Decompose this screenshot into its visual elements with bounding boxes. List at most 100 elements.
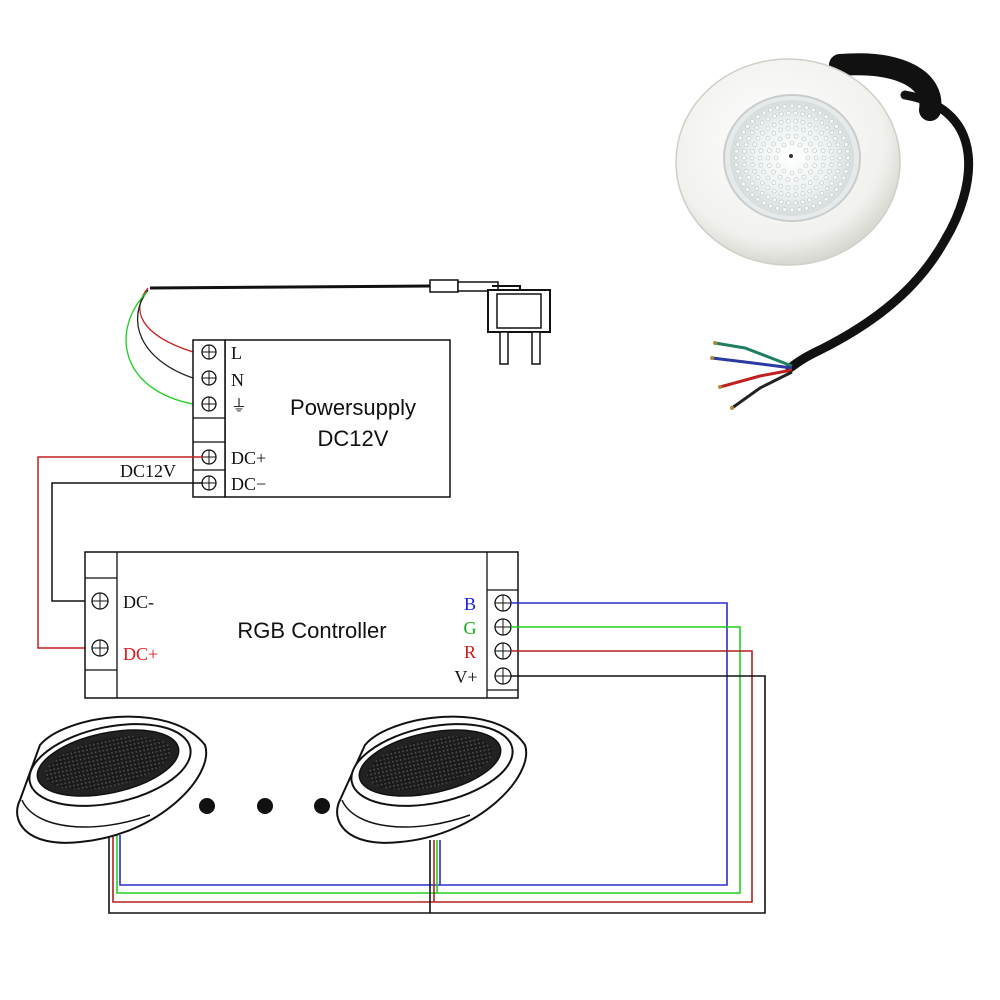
led-dot <box>778 120 784 125</box>
led-dot <box>805 155 811 161</box>
psu-body <box>224 339 451 498</box>
led-dot <box>841 135 847 141</box>
led-dot <box>755 114 761 119</box>
led-dot <box>759 190 765 196</box>
led-dot <box>793 200 798 206</box>
led-dot <box>785 134 791 139</box>
led-dot <box>765 116 771 122</box>
controller-title: RGB Controller <box>237 618 386 643</box>
led-dot <box>778 111 784 117</box>
led-dot <box>832 136 838 141</box>
led-dot <box>771 131 777 136</box>
led-dot <box>829 181 835 186</box>
led-dot <box>789 170 795 176</box>
wire-blue <box>119 602 728 886</box>
mains-plug <box>149 279 551 365</box>
led-dot <box>813 116 819 122</box>
led-dot <box>786 110 791 116</box>
led-dot <box>807 122 813 128</box>
led-dot <box>737 135 743 141</box>
led-dot <box>737 175 743 181</box>
led-dot <box>797 142 803 148</box>
led-dot <box>845 148 850 154</box>
screw-terminal <box>201 344 217 360</box>
led-dot <box>835 169 841 174</box>
led-dot <box>837 149 842 154</box>
led-dot <box>786 200 791 206</box>
led-dot <box>767 148 772 153</box>
led-dot <box>824 125 830 130</box>
led-dot <box>800 127 806 133</box>
wire-red <box>112 650 753 903</box>
led-dot <box>829 155 835 161</box>
led-dot <box>807 197 812 203</box>
power-supply: L N ⏚ DC+ DC− Powersupply DC12V <box>192 339 451 498</box>
led-dot <box>758 148 764 154</box>
terminal-label-v-plus: V+ <box>454 667 477 687</box>
terminal-label-dc-plus: DC+ <box>231 448 266 468</box>
led-dot <box>741 155 747 161</box>
led-dot <box>749 155 755 161</box>
screw-terminal <box>201 370 217 386</box>
led-dot <box>741 129 746 135</box>
led-dot <box>845 162 850 168</box>
led-dot <box>829 118 834 124</box>
led-dot <box>761 110 767 116</box>
led-dot <box>755 136 761 141</box>
led-dot <box>807 188 813 194</box>
led-dot <box>778 199 784 205</box>
lamp-lens <box>45 736 171 790</box>
led-dot <box>773 155 779 161</box>
led-dot <box>781 142 787 148</box>
psu-title: Powersupply <box>290 395 416 420</box>
led-dot <box>804 105 809 111</box>
led-dot <box>813 155 819 161</box>
screw-terminal <box>201 396 217 412</box>
led-dot <box>845 155 851 161</box>
led-dot <box>781 168 787 174</box>
led-dot <box>817 141 823 147</box>
terminal-label-dc-plus: DC+ <box>123 644 158 664</box>
led-dot <box>793 118 799 124</box>
led-dot <box>820 162 826 168</box>
led-dot <box>838 129 843 135</box>
led-dot <box>761 200 767 206</box>
led-dot <box>817 110 823 116</box>
led-dot <box>775 148 781 153</box>
led-dot <box>828 148 834 154</box>
led-dot <box>750 148 756 154</box>
led-dot <box>760 180 765 186</box>
led-dot <box>775 105 780 111</box>
led-dot <box>768 203 773 209</box>
led-dot <box>817 169 823 175</box>
led-dot <box>735 169 741 174</box>
led-dot <box>841 175 847 181</box>
led-dot <box>813 194 819 200</box>
led-dot <box>755 175 761 180</box>
led-dot <box>761 169 767 175</box>
led-dot <box>778 127 784 133</box>
led-dot <box>824 186 830 191</box>
plug-pin <box>499 331 509 365</box>
led-dot <box>760 130 765 136</box>
led-dot <box>837 155 843 161</box>
led-dot <box>826 169 832 174</box>
led-dot <box>828 162 834 168</box>
led-dot <box>755 197 761 202</box>
led-dot <box>843 142 849 147</box>
led-dot <box>743 169 749 174</box>
dc12v-label: DC12V <box>120 461 176 481</box>
led-dot <box>772 197 777 203</box>
lamp-lens <box>367 736 493 790</box>
led-dot <box>793 177 799 182</box>
wire-green <box>116 626 741 894</box>
led-dot <box>812 148 817 153</box>
terminal-label-l: L <box>231 343 242 363</box>
led-dot <box>800 120 806 125</box>
led-dot <box>835 142 841 147</box>
led-dot <box>749 181 755 186</box>
led-dot <box>819 130 824 136</box>
led-dot <box>750 118 755 124</box>
led-dot <box>801 174 807 180</box>
led-dot <box>803 148 809 153</box>
